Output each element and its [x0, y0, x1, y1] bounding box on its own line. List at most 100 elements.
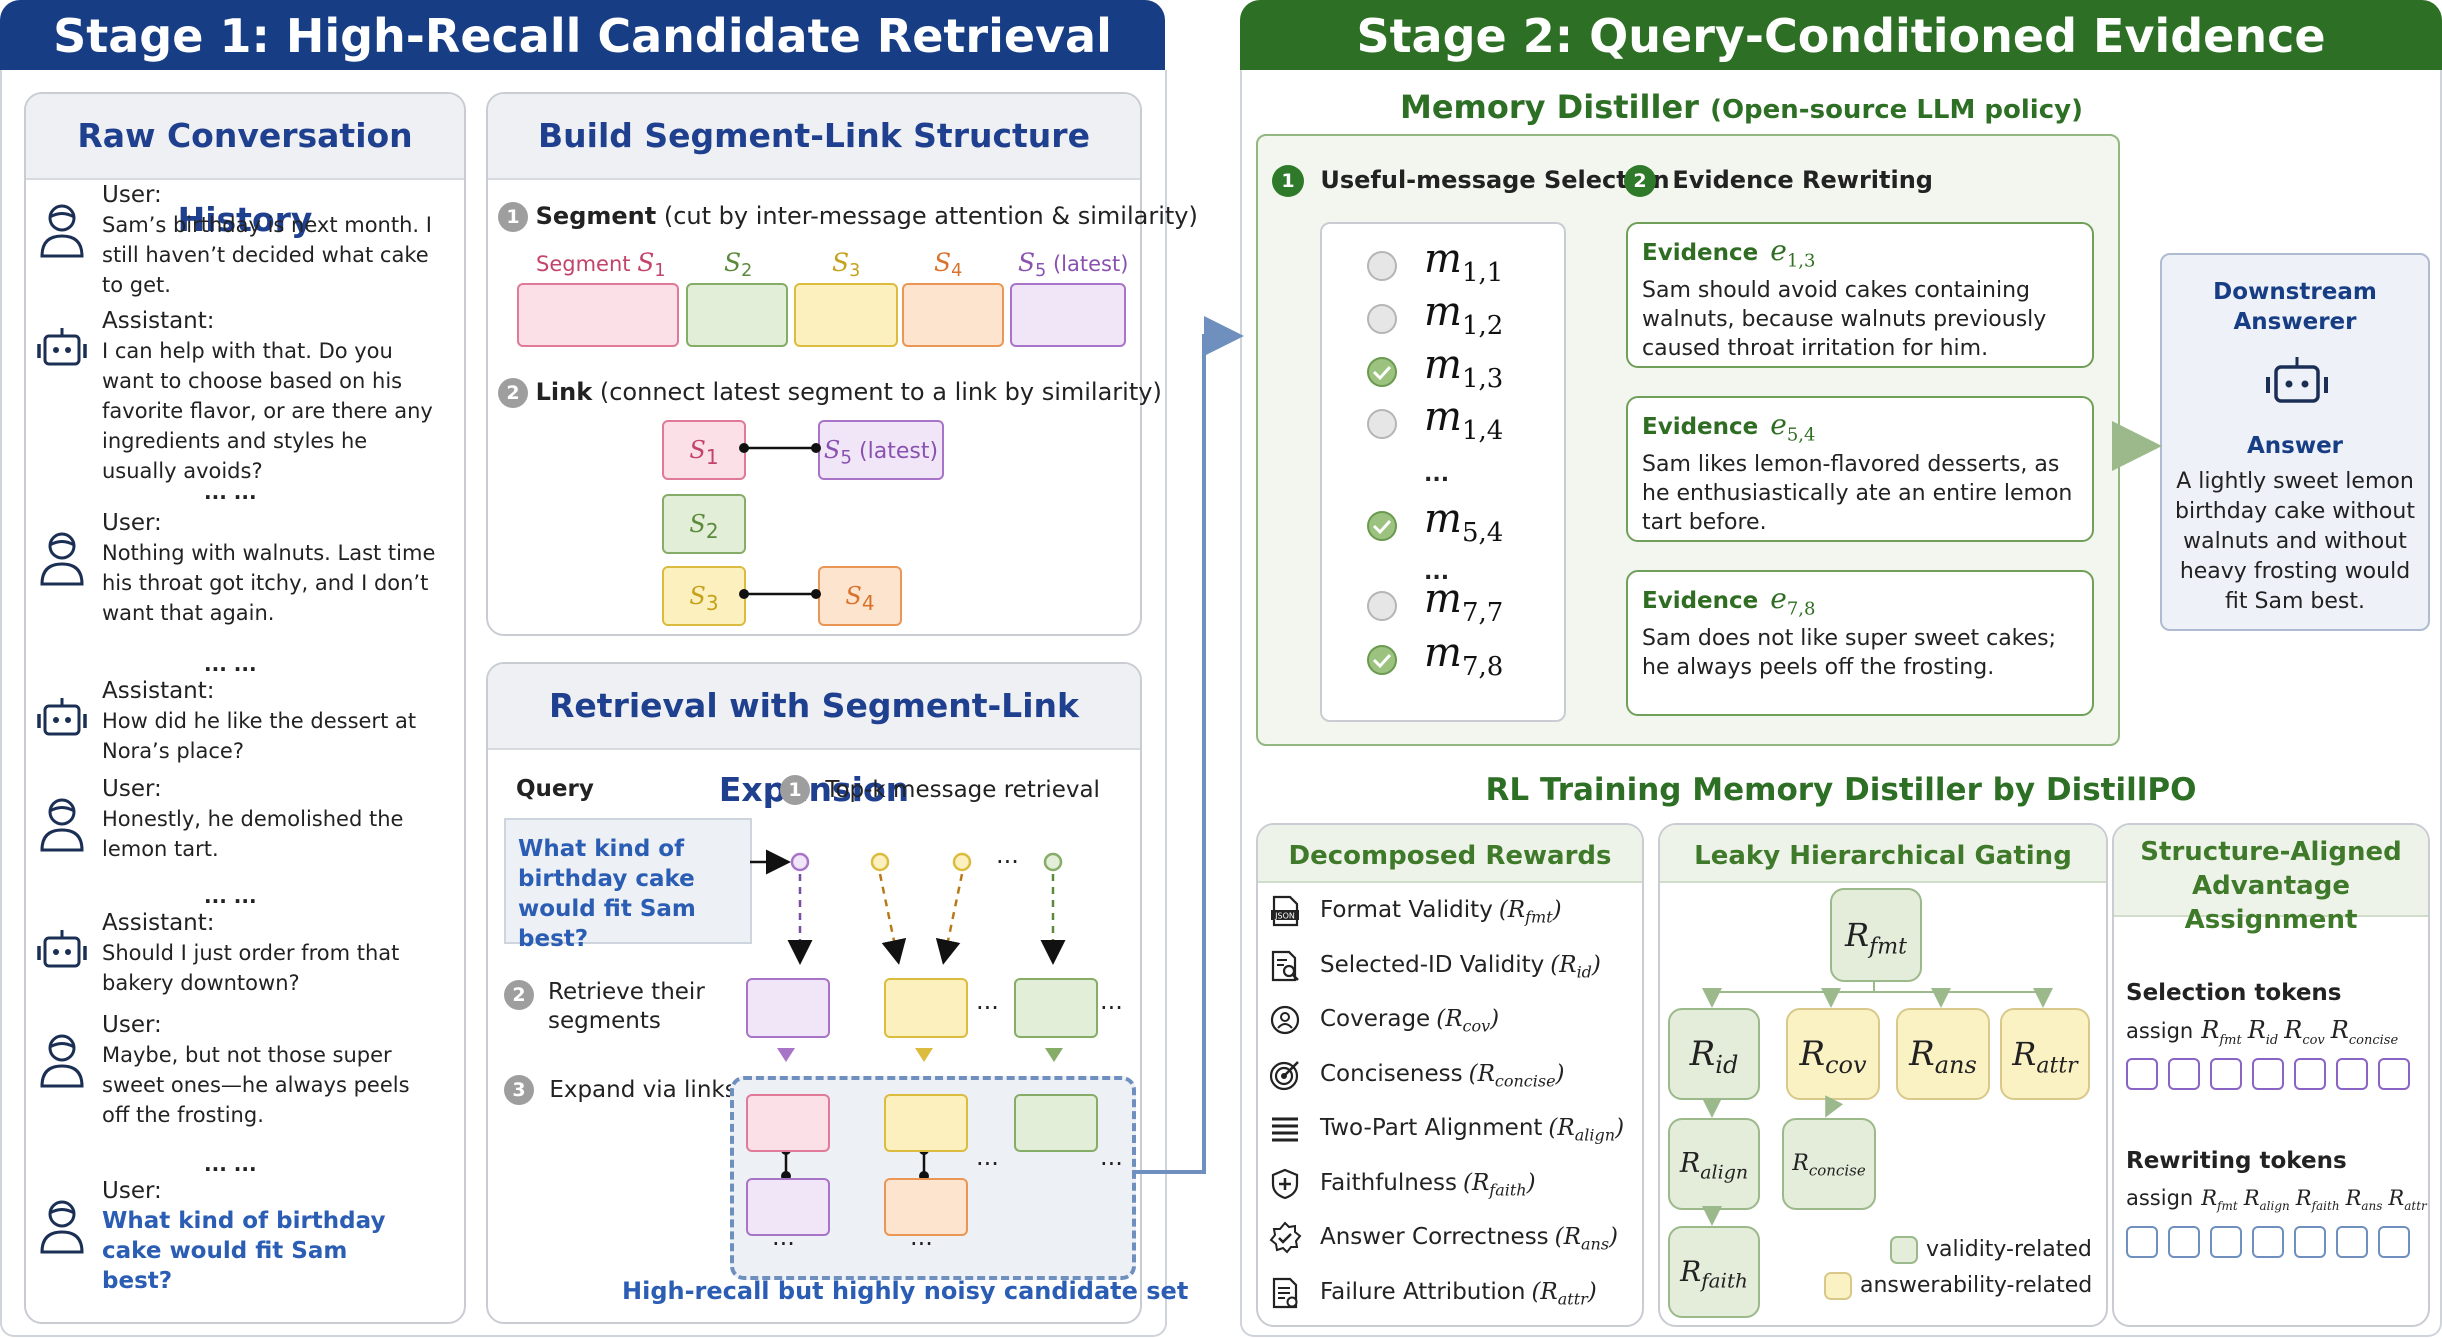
badge-icon — [1268, 1221, 1302, 1255]
reward-symbol: (Rfmt) — [1498, 897, 1562, 927]
turn-ellipsis: ... ... — [204, 1152, 257, 1176]
turn-text: Sam’s birthday is next month. I still ha… — [102, 213, 432, 297]
evidence-header: Evidence e5,4 — [1642, 408, 2078, 446]
user-avatar-icon — [36, 528, 88, 588]
reward-item: Faithfulness(Rfaith) — [1320, 1165, 1536, 1209]
build-title: Build Segment-Link Structure — [488, 94, 1140, 180]
evidence-index: 5,4 — [1786, 424, 1816, 446]
assign-word: assign — [2126, 1186, 2194, 1210]
reward-label: Conciseness — [1320, 1060, 1463, 1087]
gate-node-sub: attr — [2036, 1053, 2078, 1079]
reward-label: Two-Part Alignment — [1320, 1115, 1543, 1141]
link-box-s2-sym: S — [689, 510, 706, 538]
message-unchecked — [1367, 251, 1397, 281]
rewriting-tokens-label: Rewriting tokens — [2126, 1148, 2347, 1174]
selection-step-number: 1 — [1272, 165, 1304, 197]
build-card: Build Segment-Link Structure — [486, 92, 1142, 636]
seg-label-s5-suffix: (latest) — [1052, 252, 1129, 276]
assign-reward: Rfmt — [2201, 1016, 2241, 1048]
advantage-card: Structure-Aligned Advantage Assignment — [2112, 823, 2430, 1327]
gate-node-r: R — [2012, 1035, 2037, 1073]
assign-reward-sub: align — [2259, 1199, 2290, 1214]
turn-speaker: User: — [102, 776, 162, 802]
rl-title: RL Training Memory Distiller by DistillP… — [1485, 772, 2197, 808]
message-ellipsis: ... — [1424, 560, 1450, 585]
rewriting-token — [2294, 1226, 2326, 1258]
segment-row-4 — [902, 283, 1004, 347]
gate-node-sub: align — [1700, 1161, 1749, 1184]
gate-node-sub: concise — [1808, 1161, 1866, 1180]
report-icon — [1268, 1276, 1302, 1310]
assign-reward-sub: fmt — [2217, 1199, 2238, 1214]
turn-speaker: Assistant: — [102, 910, 215, 936]
assign-reward-r: R — [2243, 1186, 2260, 1210]
reward-item: Format Validity(Rfmt) — [1320, 892, 1562, 936]
link-box-s1-sym: S — [689, 436, 706, 464]
message-list-box — [1320, 222, 1566, 722]
rewriting-step-label: Evidence Rewriting — [1672, 166, 1933, 194]
reward-symbol-r: R — [1477, 1060, 1495, 1087]
assign-reward-sub: fmt — [2219, 1032, 2242, 1048]
assistant-robot-icon — [36, 928, 88, 988]
selection-token — [2378, 1058, 2410, 1090]
link-step-number: 2 — [498, 378, 528, 408]
raw-history-title: Raw Conversation History — [26, 94, 464, 239]
assign-reward-sub: ans — [2361, 1199, 2383, 1214]
turn-speaker: Assistant: — [102, 308, 215, 334]
gate-node-r: R — [1689, 1034, 1716, 1074]
seg-label-s5-sym: S — [1018, 248, 1036, 277]
raw-history-card: Raw Conversation History — [24, 92, 466, 1324]
assign-reward-sub: attr — [2404, 1199, 2427, 1214]
json-icon: JSON — [1268, 894, 1302, 928]
evidence-label: Evidence — [1642, 414, 1759, 440]
reward-symbol-r: R — [1445, 1006, 1463, 1032]
message-index: 7,8 — [1461, 652, 1504, 682]
seg-label-s2-sub: 2 — [741, 261, 753, 282]
gate-node-ans: Rans — [1896, 1008, 1990, 1100]
seg-label-s1-sym: S — [637, 248, 655, 277]
reward-item: Selected-ID Validity(Rid) — [1320, 947, 1601, 991]
reward-sub: cov — [1462, 1016, 1491, 1036]
message-symbol: m — [1424, 576, 1462, 622]
message-index: 1,3 — [1461, 364, 1504, 394]
link-box-s3-sub: 3 — [705, 590, 719, 615]
legend-answerability-swatch — [1824, 1272, 1852, 1300]
reward-item: Two-Part Alignment(Ralign) — [1320, 1110, 1624, 1154]
evidence-text: Sam likes lemon-flavored desserts, as he… — [1642, 451, 2073, 535]
seg-label-s3-sym: S — [832, 248, 850, 277]
doc-search-icon — [1268, 949, 1302, 983]
gate-node-concise: Rconcise — [1782, 1118, 1876, 1210]
turn-text: How did he like the dessert at Nora’s pl… — [102, 709, 417, 763]
turn-text: Honestly, he demolished the lemon tart. — [102, 807, 404, 861]
evidence-symbol: e1,3 — [1770, 234, 1815, 272]
seg-label-s2: S2 — [724, 248, 752, 281]
message-label: m1,1 — [1424, 236, 1503, 288]
segment-step-bold: Segment — [535, 202, 657, 230]
assign-reward: Rconcise — [2331, 1016, 2398, 1048]
assistant-robot-icon — [36, 326, 88, 386]
candidate-caption: High-recall but highly noisy candidate s… — [622, 1277, 1189, 1305]
link-step-bold: Link — [535, 378, 593, 406]
rewriting-token — [2378, 1226, 2410, 1258]
evidence-index: 1,3 — [1786, 250, 1816, 272]
reward-symbol: (Rfaith) — [1462, 1169, 1536, 1200]
gate-node-r: R — [1799, 1034, 1826, 1074]
turn-ellipsis: ... ... — [204, 652, 257, 676]
reward-symbol-r: R — [1559, 951, 1577, 978]
reward-label: Failure Attribution — [1320, 1278, 1526, 1305]
rewriting-step: 2 Evidence Rewriting — [1624, 165, 1933, 197]
seg-label-s5-sub: 5 — [1035, 261, 1047, 282]
message-index: 1,2 — [1461, 311, 1504, 341]
segment-step: 1 Segment (cut by inter-message attentio… — [498, 202, 1198, 232]
retrieval-step2-number: 2 — [504, 980, 534, 1010]
selection-token — [2252, 1058, 2284, 1090]
gate-node-sub: fmt — [1869, 934, 1907, 960]
assign-word: assign — [2126, 1019, 2194, 1043]
seg-label-s5: S5 (latest) — [1018, 248, 1128, 281]
evidence-symbol-e: e — [1770, 408, 1787, 441]
turn-text: What kind of birthday cake would fit Sam… — [102, 1208, 386, 1294]
seg-label-s1-sub: 1 — [654, 261, 666, 282]
link-box-s5-suffix: (latest) — [859, 439, 939, 464]
